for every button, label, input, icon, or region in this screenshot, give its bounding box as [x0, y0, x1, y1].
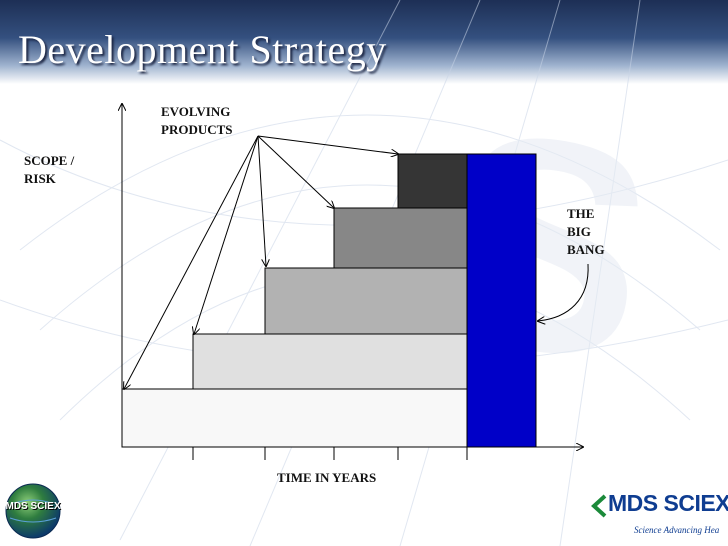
step-2	[192, 333, 468, 390]
globe-logo-text: MDS SCIEX	[5, 501, 61, 512]
mds-sciex-logo: MDS SCIEX Science Advancing Hea	[590, 490, 728, 546]
big-bang-arrow	[538, 263, 589, 321]
logo-chevron-icon	[591, 494, 607, 518]
evolving-products-label: EVOLVING PRODUCTS	[161, 104, 233, 137]
slide-title: Development Strategy	[18, 27, 387, 72]
step-5	[397, 153, 468, 209]
big-bang-label: THE BIG BANG	[567, 206, 605, 257]
logo-tagline: Science Advancing Hea	[634, 525, 720, 535]
evolving-arrows	[124, 135, 398, 389]
step-3	[264, 267, 468, 335]
globe-logo-icon	[5, 483, 61, 539]
step-4	[333, 207, 468, 269]
x-axis-label: TIME IN YEARS	[277, 470, 377, 485]
y-axis-label: SCOPE / RISK	[24, 153, 75, 186]
step-1	[121, 388, 468, 448]
x-axis-ticks	[192, 447, 468, 460]
logo-wordmark: MDS SCIEX	[608, 490, 728, 516]
big-bang-block	[466, 153, 537, 448]
